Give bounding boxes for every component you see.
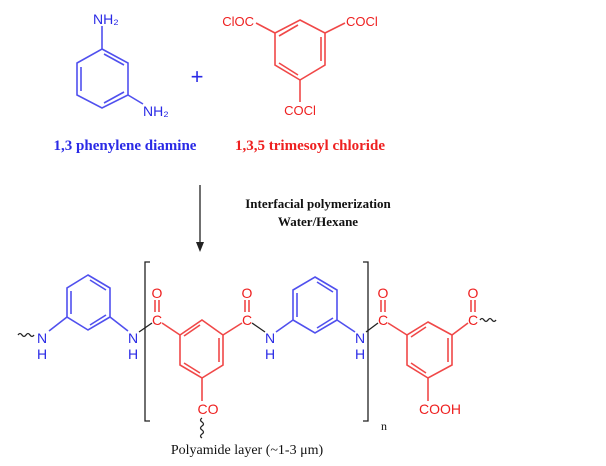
repeat-index: n xyxy=(381,419,387,433)
acyl-chloride-bottom: COCl xyxy=(284,103,316,118)
polyamide-structure: N H N H n C O CO C O N H N xyxy=(17,261,497,439)
amide-h-2: H xyxy=(128,346,138,362)
amide-h-3: H xyxy=(265,346,275,362)
reaction-condition-1: Interfacial polymerization xyxy=(245,196,391,211)
trimesoyl-chloride-structure: ClOC COCl COCl xyxy=(222,14,378,118)
amine-group-bottom: NH₂ xyxy=(143,103,169,119)
bracket-left xyxy=(144,261,150,422)
amine-group-top: NH₂ xyxy=(93,11,119,27)
carbonyl-c-2: C xyxy=(242,312,252,328)
reaction-arrow xyxy=(196,185,204,252)
carbonyl-o-1: O xyxy=(152,285,163,301)
wavy-bond-left xyxy=(17,332,35,338)
carbonyl-o-3: O xyxy=(378,285,389,301)
carbonyl-bottom: CO xyxy=(198,401,219,417)
wavy-bond-bottom xyxy=(199,417,205,439)
amide-n-1: N xyxy=(37,330,47,346)
plus-sign: + xyxy=(191,64,204,89)
amide-n-4: N xyxy=(355,330,365,346)
carbonyl-o-2: O xyxy=(242,285,253,301)
reaction-condition-2: Water/Hexane xyxy=(278,214,358,229)
acyl-chloride-left: ClOC xyxy=(222,14,254,29)
product-caption: Polyamide layer (~1-3 μm) xyxy=(171,443,324,458)
amide-n-3: N xyxy=(265,330,275,346)
amide-n-2: N xyxy=(128,330,138,346)
carbonyl-c-3: C xyxy=(378,312,388,328)
diamine-label: 1,3 phenylene diamine xyxy=(54,138,197,154)
carbonyl-o-4: O xyxy=(468,285,479,301)
bracket-right xyxy=(363,261,369,422)
acyl-chloride-right: COCl xyxy=(346,14,378,29)
chloride-label: 1,3,5 trimesoyl chloride xyxy=(235,138,385,154)
wavy-bond-right xyxy=(479,317,497,323)
phenylene-diamine-structure: NH₂ NH₂ xyxy=(76,11,169,119)
carbonyl-c-4: C xyxy=(468,312,478,328)
amide-h-1: H xyxy=(37,346,47,362)
carboxylic-acid-group: COOH xyxy=(419,401,461,417)
carbonyl-c-1: C xyxy=(152,312,162,328)
amide-h-4: H xyxy=(355,346,365,362)
